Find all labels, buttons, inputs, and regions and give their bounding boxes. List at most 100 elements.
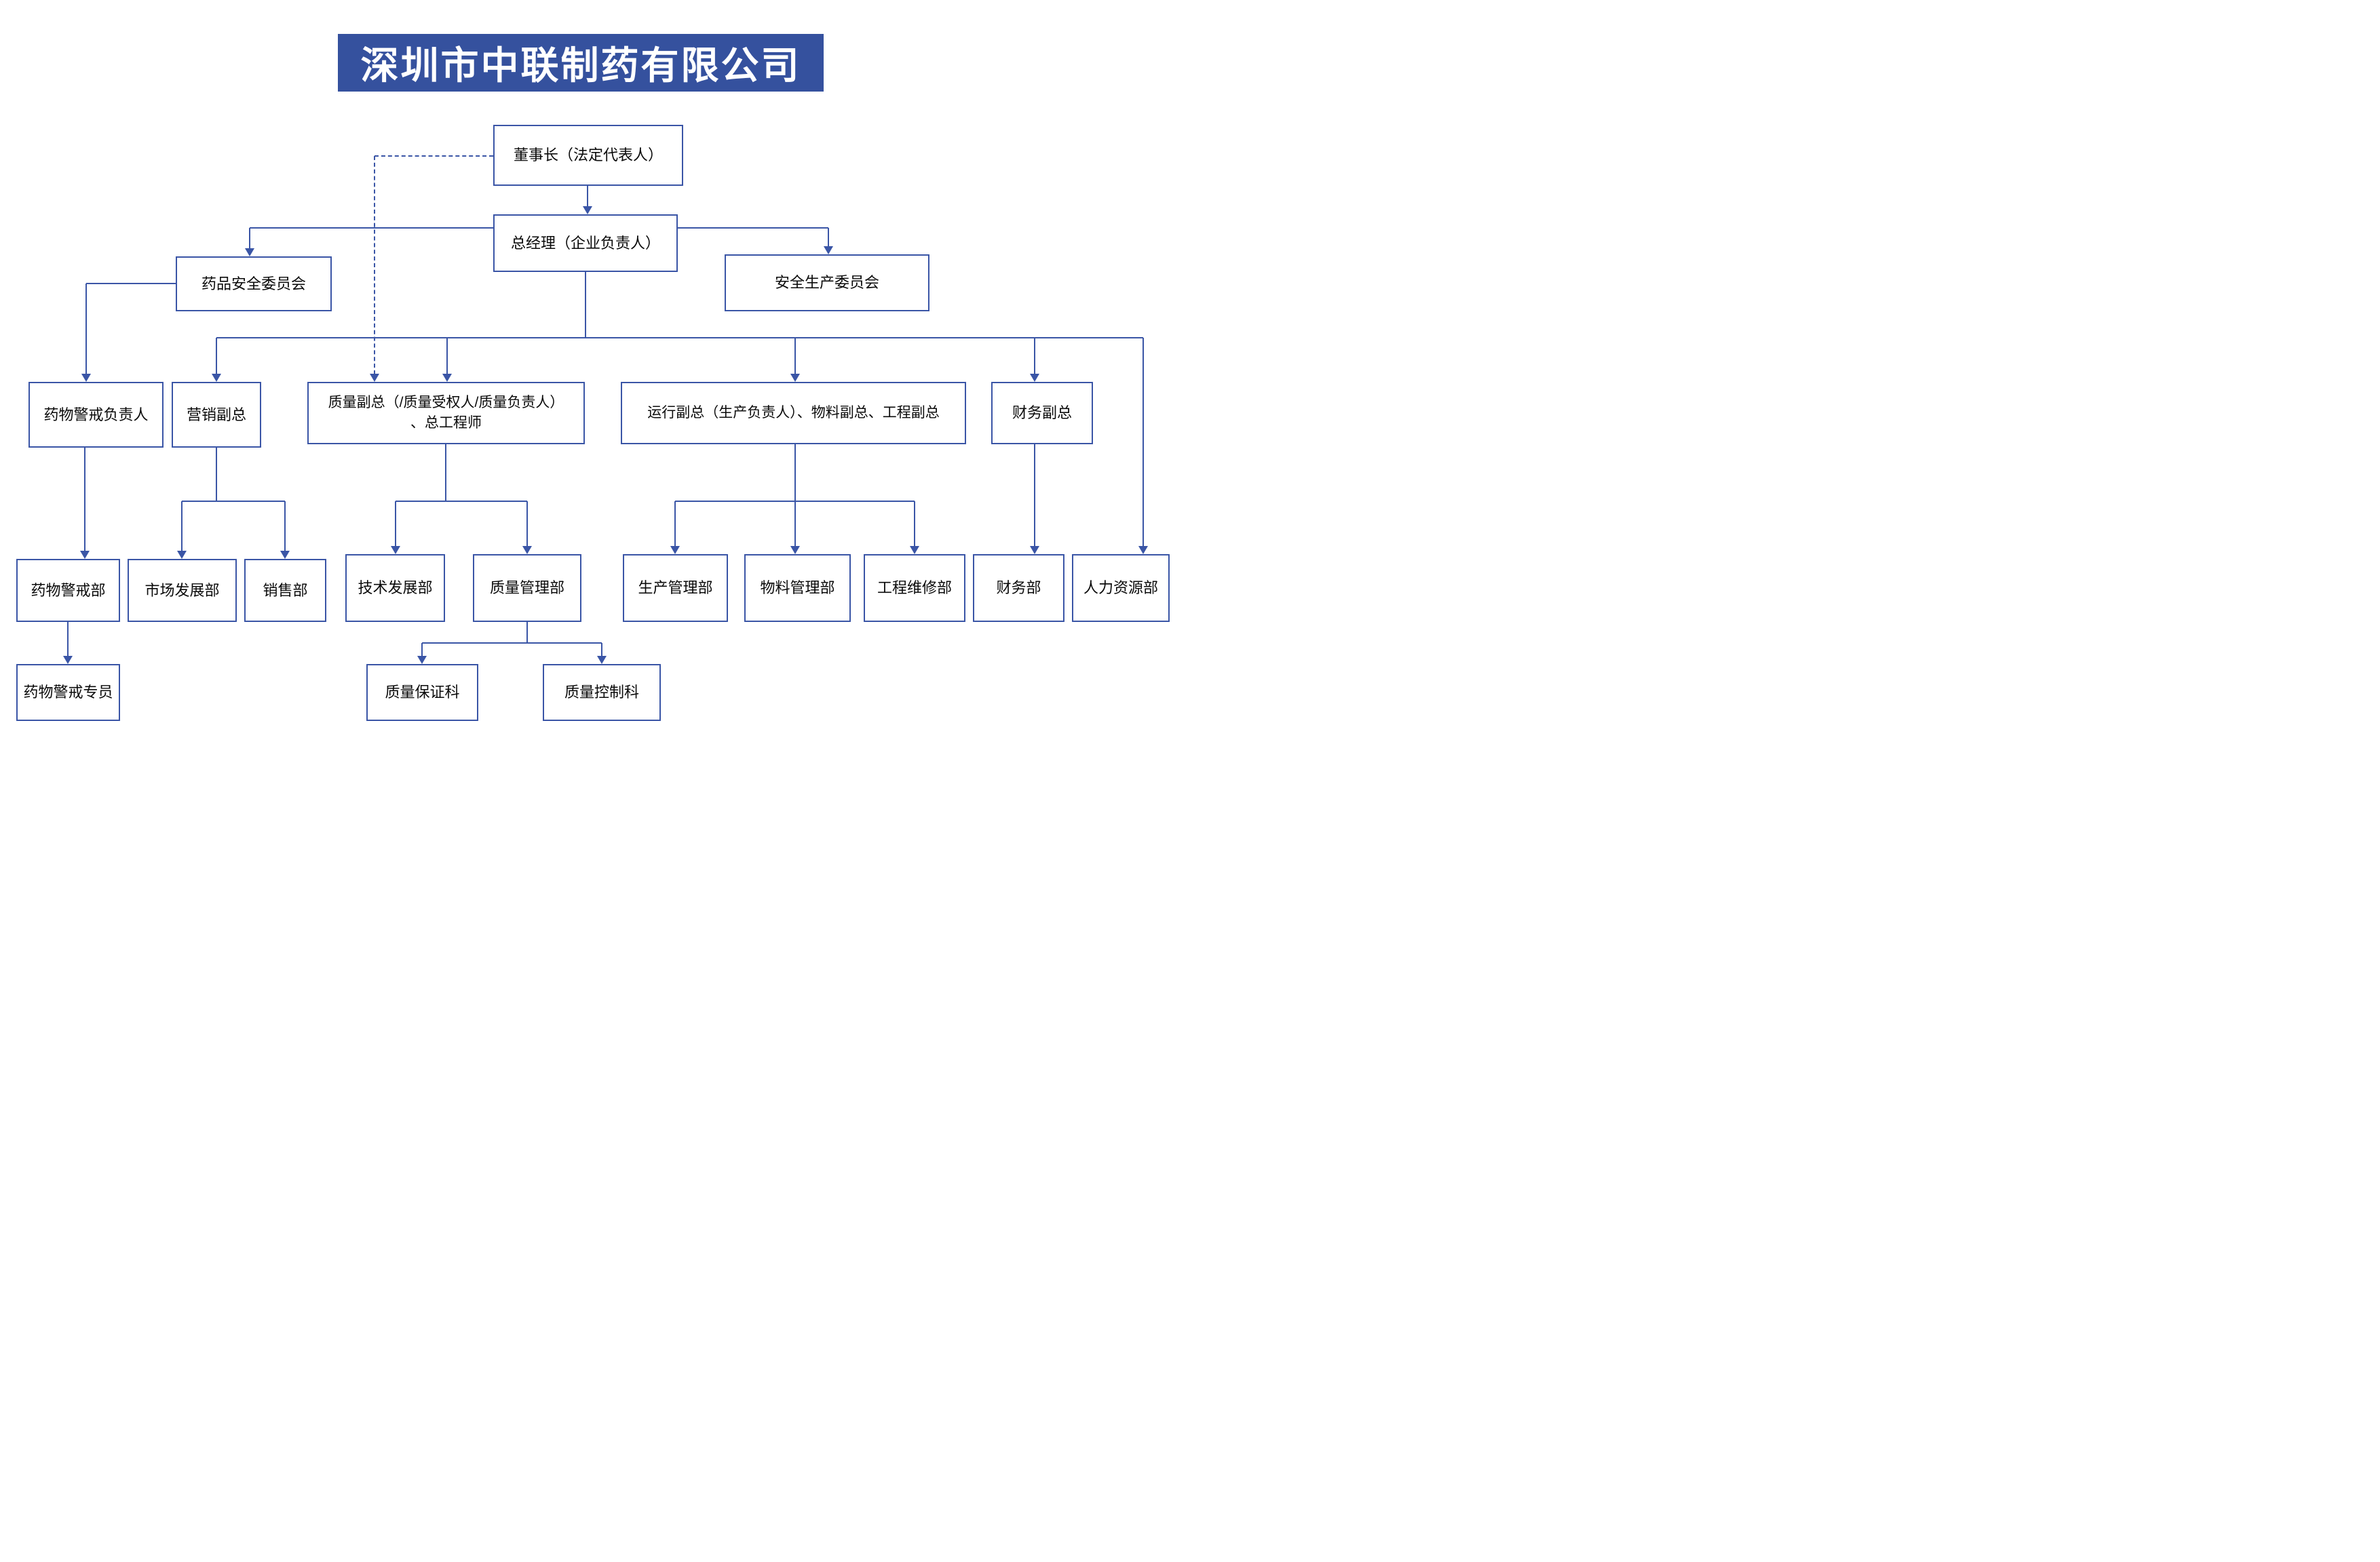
org-box-label: 药物警戒专员	[23, 684, 113, 701]
org-connector-line	[216, 338, 217, 374]
org-connector-line	[422, 642, 602, 644]
org-connector-line	[678, 227, 828, 229]
org-box-label: 质量控制科	[564, 684, 639, 701]
org-title-banner: 深圳市中联制药有限公司	[338, 34, 824, 92]
org-box-label: 总经理（企业负责人）	[510, 234, 660, 252]
arrowhead-down-icon	[1138, 546, 1148, 554]
org-connector-line	[674, 501, 676, 547]
org-box-tech-dev-dept: 技术发展部	[345, 554, 445, 622]
arrowhead-down-icon	[391, 546, 400, 554]
org-box-label: 销售部	[263, 581, 308, 599]
org-box-label: 技术发展部	[358, 579, 433, 597]
arrowhead-down-icon	[1030, 546, 1039, 554]
org-connector-line	[1034, 444, 1035, 547]
org-connector-line	[396, 501, 527, 502]
org-connector-line	[445, 444, 446, 501]
arrowhead-down-icon	[80, 551, 90, 559]
arrowhead-down-icon	[442, 374, 452, 382]
arrowhead-down-icon	[522, 546, 532, 554]
arrowhead-down-icon	[910, 546, 919, 554]
org-box-quality-vp: 质量副总（/质量受权人/质量负责人） 、总工程师	[307, 382, 585, 444]
arrowhead-down-icon	[790, 374, 800, 382]
org-connector-line	[250, 227, 493, 229]
org-box-pv-specialist: 药物警戒专员	[16, 664, 120, 721]
org-connector-line	[794, 444, 796, 501]
org-connector-line	[914, 501, 915, 547]
arrowhead-down-icon	[177, 551, 187, 559]
org-box-label: 质量保证科	[385, 684, 460, 701]
org-box-hr-dept: 人力资源部	[1072, 554, 1170, 622]
org-connector-line	[446, 338, 448, 374]
org-connector-line	[67, 622, 69, 657]
org-connector-line	[181, 501, 183, 551]
org-connector-line	[216, 337, 1143, 338]
org-box-market-dev-dept: 市场发展部	[128, 559, 237, 622]
org-box-label: 财务部	[996, 579, 1041, 597]
org-box-engineering-maintenance-dept: 工程维修部	[864, 554, 965, 622]
arrowhead-down-icon	[212, 374, 221, 382]
org-box-material-mgmt-dept: 物料管理部	[744, 554, 851, 622]
arrowhead-down-icon	[824, 246, 833, 254]
org-connector-line	[84, 448, 85, 551]
org-connector-line	[1034, 338, 1035, 374]
org-connector-line	[85, 284, 87, 374]
org-box-qa-section: 质量保证科	[366, 664, 478, 721]
org-box-label: 质量副总（/质量受权人/质量负责人）	[328, 394, 564, 410]
arrowhead-down-icon	[81, 374, 91, 382]
org-box-quality-mgmt-dept: 质量管理部	[473, 554, 581, 622]
org-connector-line	[587, 186, 588, 207]
org-connector-line	[421, 643, 423, 657]
org-box-label: 药品安全委员会	[201, 275, 306, 292]
org-box-label: 药物警戒负责人	[43, 406, 149, 423]
org-connector-line	[601, 643, 602, 657]
org-box-label: 质量管理部	[489, 579, 564, 597]
org-connector-line	[182, 501, 285, 502]
org-box-label: 财务副总	[1012, 404, 1072, 422]
org-box-label: 运行副总（生产负责人）、物料副总、工程副总	[647, 404, 940, 421]
org-connector-line	[828, 228, 829, 247]
org-box-marketing-vp: 营销副总	[172, 382, 261, 448]
org-box-production-mgmt-dept: 生产管理部	[623, 554, 728, 622]
org-connector-line	[284, 501, 286, 551]
arrowhead-down-icon	[417, 656, 427, 664]
org-box-pv-lead: 药物警戒负责人	[28, 382, 164, 448]
org-box-gm: 总经理（企业负责人）	[493, 214, 678, 272]
arrowhead-down-icon	[63, 656, 73, 664]
org-box-label: 工程维修部	[877, 579, 952, 597]
arrowhead-down-icon	[597, 656, 607, 664]
org-box-drug-safety-committee: 药品安全委员会	[176, 256, 332, 311]
org-box-label: 生产管理部	[638, 579, 713, 597]
org-box-label: 董事长（法定代表人）	[513, 147, 663, 164]
arrowhead-down-icon	[370, 374, 379, 382]
org-box-label: 物料管理部	[760, 579, 835, 597]
arrowhead-down-icon	[1030, 374, 1039, 382]
org-box-safety-production-committee: 安全生产委员会	[725, 254, 929, 311]
org-connector-line	[794, 338, 796, 374]
org-box-label: 药物警戒部	[31, 581, 106, 599]
org-connector-line	[585, 272, 586, 338]
org-connector-line	[526, 622, 528, 643]
org-box-finance-vp: 财务副总	[991, 382, 1093, 444]
arrowhead-down-icon	[583, 206, 592, 214]
arrowhead-down-icon	[280, 551, 290, 559]
org-box-label: 安全生产委员会	[774, 274, 879, 292]
org-box-label: 、总工程师	[410, 415, 482, 431]
org-connector-line	[86, 283, 176, 284]
org-connector-dashed	[374, 156, 375, 374]
org-connector-line	[1143, 338, 1144, 547]
org-box-label: 人力资源部	[1083, 579, 1158, 597]
org-box-pv-dept: 药物警戒部	[16, 559, 120, 622]
org-box-finance-dept: 财务部	[973, 554, 1064, 622]
arrowhead-down-icon	[245, 248, 254, 256]
arrowhead-down-icon	[670, 546, 680, 554]
arrowhead-down-icon	[790, 546, 800, 554]
org-chart-canvas: 深圳市中联制药有限公司 董事长（法定代表人） 总经理（企业负责人） 药品安全委员会 安…	[0, 0, 1190, 781]
org-connector-line	[249, 228, 250, 249]
org-box-operations-vp: 运行副总（生产负责人）、物料副总、工程副总	[621, 382, 966, 444]
org-box-chairman: 董事长（法定代表人）	[493, 125, 683, 186]
org-connector-line	[526, 501, 528, 547]
org-connector-line	[216, 448, 217, 501]
org-connector-line	[794, 501, 796, 547]
org-box-label: 营销副总	[186, 406, 246, 423]
org-box-sales-dept: 销售部	[244, 559, 326, 622]
